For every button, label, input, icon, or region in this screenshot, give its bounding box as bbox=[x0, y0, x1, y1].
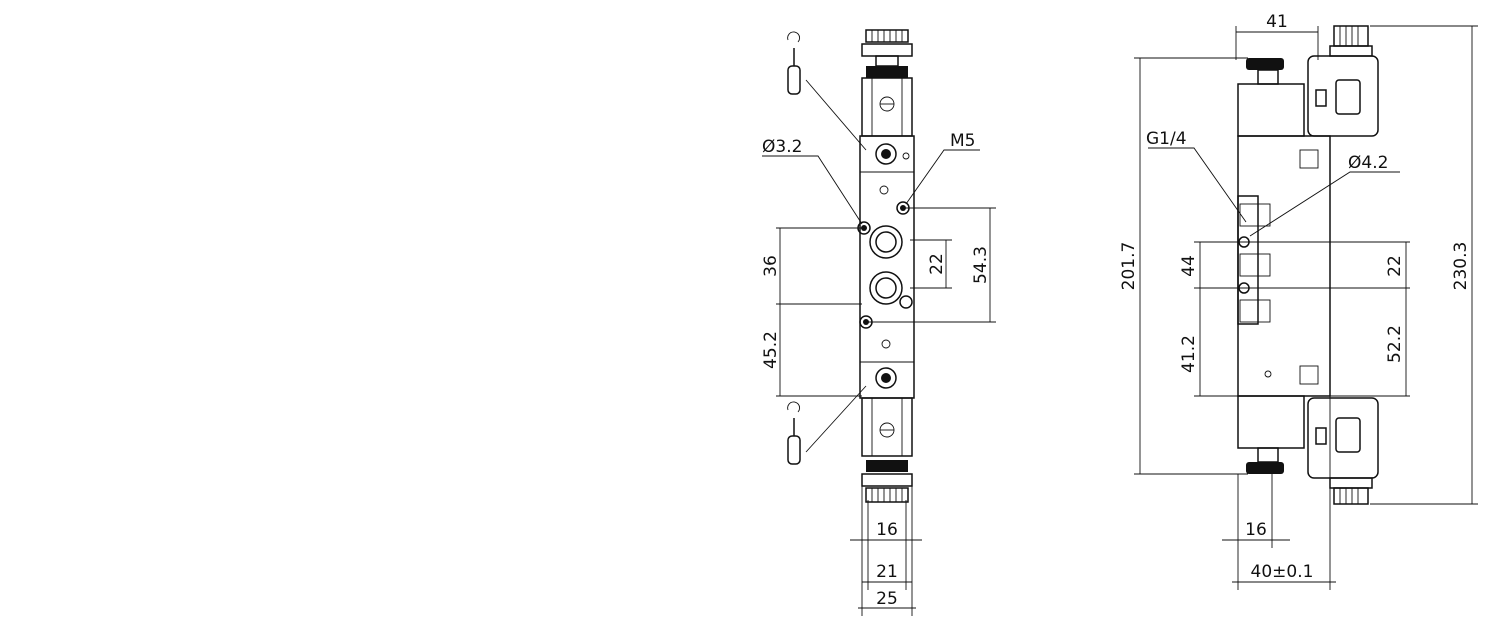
dim-40: 40±0.1 bbox=[1251, 562, 1314, 582]
top-connector-cap bbox=[1333, 25, 1369, 47]
dim-22-front: 22 bbox=[927, 253, 947, 275]
manual-override-bottom[interactable] bbox=[875, 367, 897, 389]
port-2 bbox=[869, 271, 903, 305]
dim-52-2: 52.2 bbox=[1385, 325, 1405, 363]
dim-41-2: 41.2 bbox=[1179, 335, 1199, 373]
top-connector bbox=[1307, 55, 1379, 137]
dim-44: 44 bbox=[1179, 255, 1199, 277]
top-seal bbox=[866, 66, 908, 78]
dim-54-3: 54.3 bbox=[971, 246, 991, 284]
dim-16-side: 16 bbox=[1245, 520, 1267, 540]
dim-21: 21 bbox=[876, 562, 898, 582]
side-valve-body bbox=[1237, 135, 1331, 397]
side-view: 41 G1/4 Ø4.2 201.7 44 41.2 22 52.2 230.3… bbox=[1119, 12, 1478, 590]
dim-230-3: 230.3 bbox=[1451, 242, 1471, 291]
valve-body bbox=[859, 135, 915, 399]
side-bottom-coil bbox=[1237, 395, 1305, 449]
dim-16-front: 16 bbox=[876, 520, 898, 540]
top-solenoid bbox=[861, 77, 913, 137]
dim-36: 36 bbox=[761, 255, 781, 277]
dia-4-2-label: Ø4.2 bbox=[1348, 153, 1388, 173]
dim-201-7: 201.7 bbox=[1119, 242, 1139, 291]
bottom-solenoid bbox=[861, 397, 913, 457]
dim-22-side: 22 bbox=[1385, 255, 1405, 277]
screwdriver-icon-bottom bbox=[787, 385, 867, 465]
m5-label: M5 bbox=[950, 131, 975, 151]
dim-41-top: 41 bbox=[1266, 12, 1288, 32]
g14-label: G1/4 bbox=[1146, 129, 1187, 149]
manual-override-top[interactable] bbox=[875, 143, 897, 165]
port-4 bbox=[869, 225, 903, 259]
top-knob bbox=[865, 29, 909, 43]
dim-25: 25 bbox=[876, 589, 898, 609]
dim-45-2: 45.2 bbox=[761, 331, 781, 369]
dia-3-2-label: Ø3.2 bbox=[762, 137, 802, 157]
front-view: Ø3.2 M5 36 45.2 22 54.3 16 21 25 bbox=[761, 29, 996, 616]
bottom-connector bbox=[1307, 397, 1379, 479]
side-top-coil bbox=[1237, 83, 1305, 137]
screwdriver-icon-top bbox=[787, 31, 867, 151]
side-top-cap bbox=[1246, 58, 1284, 70]
